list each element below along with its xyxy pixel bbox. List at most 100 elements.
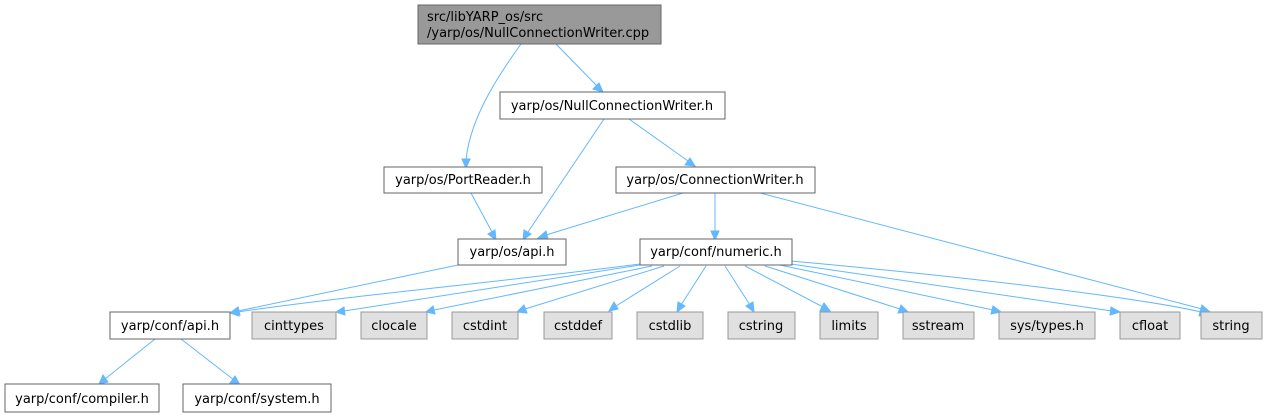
edge-root-to-portreader [465,43,522,161]
node-label: yarp/os/api.h [470,245,555,260]
edge-numeric-to-cstdint [524,265,665,310]
edge-arrowhead [1109,306,1122,316]
edge-connwriter-to-osapi [545,192,684,236]
edge-numeric-to-cstdlib [680,265,707,306]
node-connection-writer-h[interactable]: yarp/os/ConnectionWriter.h [615,166,816,194]
node-box [182,383,332,413]
node-os-api-h[interactable]: yarp/os/api.h [457,238,567,266]
node-label: yarp/os/NullConnectionWriter.h [511,99,713,114]
dependency-nodes: src/libYARP_os/src /yarp/os/NullConnecti… [4,4,1263,413]
dependency-edges [98,43,1212,386]
node-box [819,311,879,340]
node-sys-types-h[interactable]: sys/types.h [998,311,1096,340]
edge-arrowhead [515,304,528,314]
node-clocale[interactable]: clocale [360,311,428,340]
node-box [457,238,567,266]
node-box [360,311,428,340]
node-box [417,4,662,45]
node-box [636,311,704,340]
edge-root-to-nullwriter [555,43,598,87]
node-label-line2: /yarp/os/NullConnectionWriter.cpp [427,26,649,41]
edge-connwriter-to-string [759,192,1203,310]
edge-arrowhead [819,302,831,312]
node-string[interactable]: string [1200,311,1263,340]
node-cstdint[interactable]: cstdint [451,311,519,340]
node-label: yarp/os/PortReader.h [395,173,531,188]
edge-numeric-to-cstring [724,265,751,306]
edge-numeric-to-limits [744,265,824,308]
node-box [383,166,543,194]
node-label: cfloat [1132,319,1168,334]
node-box [451,311,519,340]
edge-numeric-to-clocale [433,265,653,311]
edge-arrowhead [684,157,696,167]
node-label: cstddef [554,319,603,334]
node-label: sstream [912,319,964,334]
node-label: yarp/conf/compiler.h [15,392,149,407]
node-cinttypes[interactable]: cinttypes [251,311,337,340]
edge-numeric-to-confapi [237,263,641,313]
node-box [1200,311,1263,340]
edge-arrowhead [461,158,471,170]
edge-arrowhead [424,305,436,315]
node-box [499,91,726,120]
edge-arrowhead [228,307,240,317]
node-compiler-h[interactable]: yarp/conf/compiler.h [4,383,160,413]
node-root-file[interactable]: src/libYARP_os/src /yarp/os/NullConnecti… [417,4,662,45]
node-cstdlib[interactable]: cstdlib [636,311,704,340]
edge-nullwriter-to-osapi [527,118,605,233]
edge-numeric-to-cstddef [615,265,681,307]
edge-arrowhead [608,300,619,312]
node-numeric-h[interactable]: yarp/conf/numeric.h [639,238,793,266]
node-box [4,383,160,413]
node-null-connection-writer-h[interactable]: yarp/os/NullConnectionWriter.h [499,91,726,120]
node-box [109,311,231,340]
node-label: string [1212,319,1249,334]
node-box [251,311,337,340]
edge-arrowhead [522,229,532,242]
edge-portreader-to-osapi [470,192,493,233]
edge-confapi-to-compiler [104,338,156,380]
edge-arrowhead [676,301,686,314]
node-cfloat[interactable]: cfloat [1119,311,1181,340]
node-sstream[interactable]: sstream [902,311,975,340]
edge-osapi-to-confapi [237,264,459,312]
node-cstddef[interactable]: cstddef [543,311,613,340]
edge-arrowhead [334,306,346,316]
node-label: clocale [371,319,416,334]
node-label: yarp/os/ConnectionWriter.h [626,173,803,188]
edge-numeric-to-systypes [779,264,994,311]
node-box [615,166,816,194]
node-port-reader-h[interactable]: yarp/os/PortReader.h [383,166,543,194]
node-box [902,311,975,340]
edge-arrowhead [536,230,549,240]
node-box [727,311,796,340]
node-cstring[interactable]: cstring [727,311,796,340]
edge-numeric-to-string [790,260,1202,313]
node-label: yarp/conf/numeric.h [650,245,782,260]
node-label-line1: src/libYARP_os/src [427,10,543,25]
node-label: cstdint [463,319,507,334]
edge-confapi-to-system [180,338,235,381]
node-box [1119,311,1181,340]
edge-arrowhead [98,373,109,385]
node-conf-api-h[interactable]: yarp/conf/api.h [109,311,231,340]
node-box [998,311,1096,340]
node-system-h[interactable]: yarp/conf/system.h [182,383,332,413]
node-label: limits [831,319,867,334]
edge-nullwriter-to-connwriter [628,118,689,162]
node-limits[interactable]: limits [819,311,879,340]
edge-arrowhead [710,230,720,242]
edge-arrowhead [487,229,497,242]
node-label: sys/types.h [1010,319,1084,334]
edge-numeric-to-sstream [764,265,901,310]
node-label: yarp/conf/api.h [121,319,219,334]
node-label: cinttypes [264,319,324,334]
edge-arrowhead [745,301,755,314]
node-label: cstdlib [649,319,692,334]
edge-arrowhead [592,82,604,93]
node-label: yarp/conf/system.h [194,392,319,407]
node-box [543,311,613,340]
edge-numeric-to-cinttypes [343,264,641,312]
